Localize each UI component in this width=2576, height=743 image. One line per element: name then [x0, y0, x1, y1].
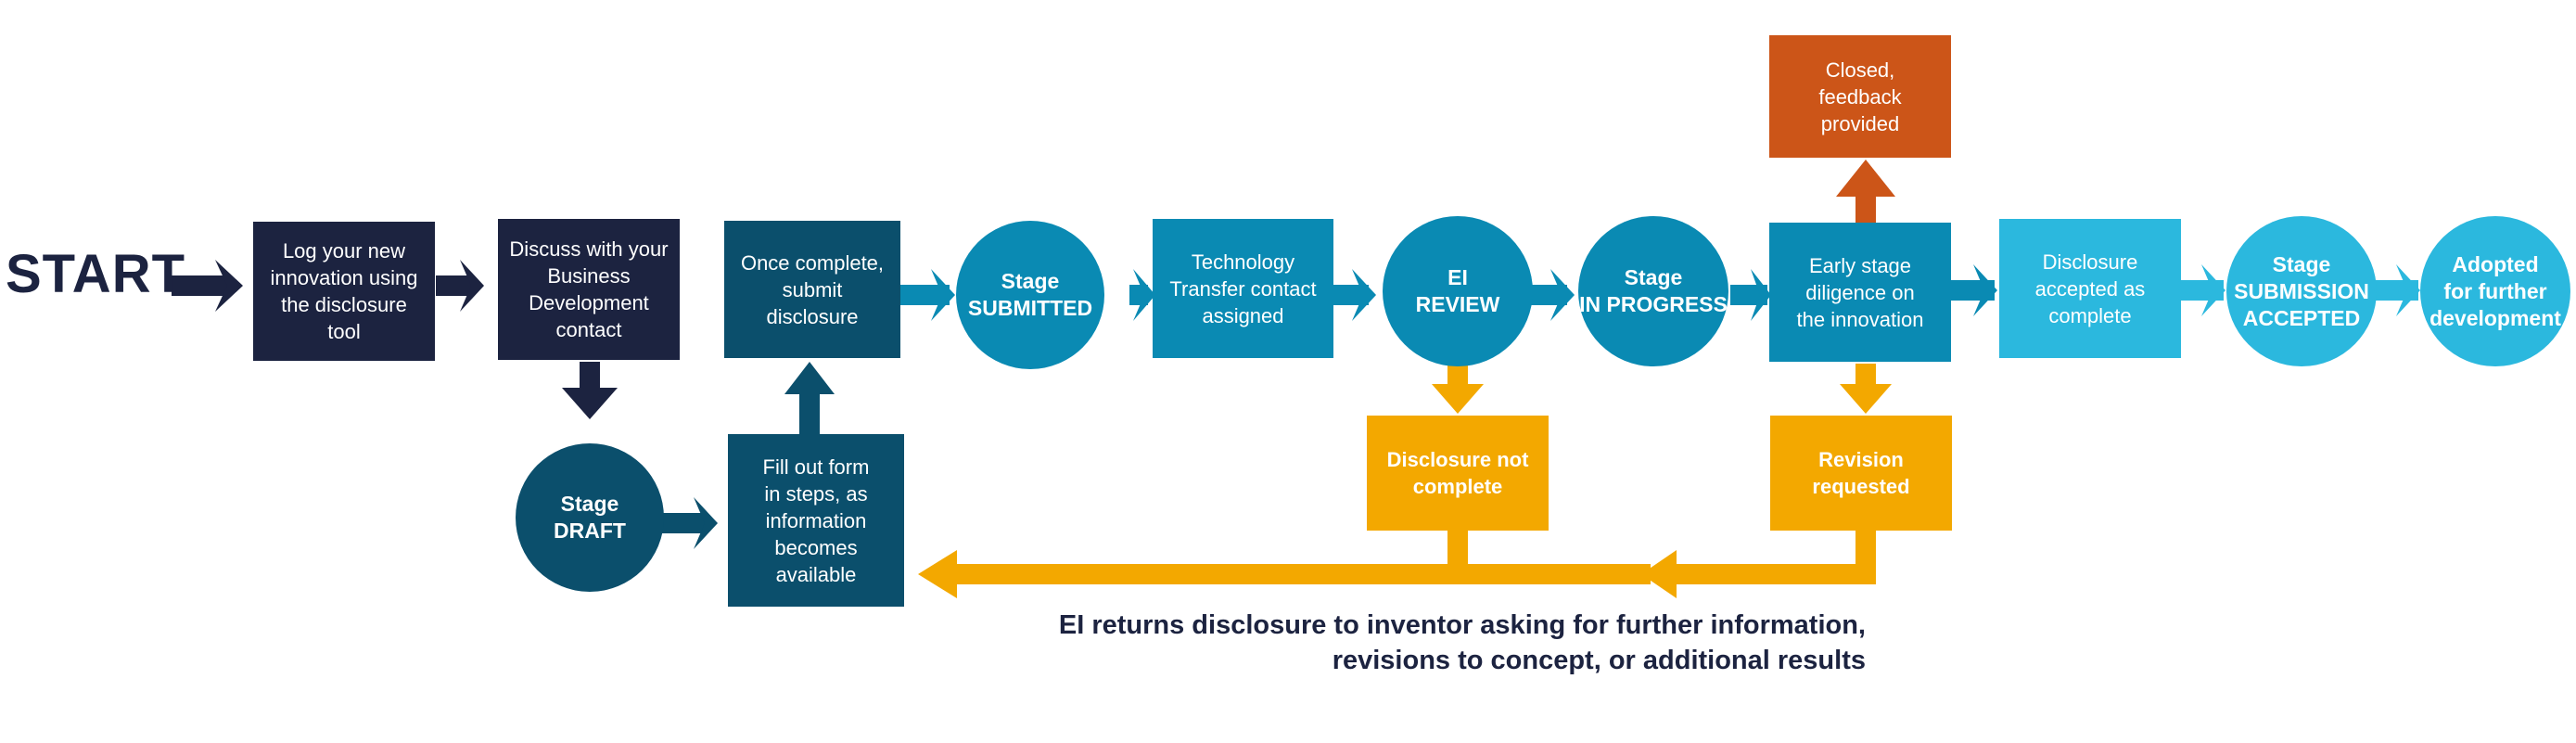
arrow-draft-to-fill	[660, 497, 718, 549]
adopted-text: Adopted for further development	[2429, 251, 2561, 330]
adopted-circle: Adopted for further development	[2420, 216, 2570, 366]
arrow-review-to-inprogress	[1530, 269, 1575, 321]
ei-review-text: EI REVIEW	[1415, 265, 1500, 316]
log-innovation-text: Log your new innovation using the disclo…	[270, 239, 418, 343]
arrow-early-to-closed	[1836, 160, 1895, 224]
tech-transfer-box: Technology Transfer contact assigned	[1153, 219, 1333, 358]
stage-submitted-text: Stage SUBMITTED	[967, 269, 1093, 320]
fill-out-form-text: Fill out form in steps, as information b…	[762, 455, 870, 586]
return-caption: EI returns disclosure to inventor asking…	[1058, 610, 1866, 675]
arrow-fill-to-once	[784, 362, 835, 436]
revision-requested-text: Revision requested	[1812, 448, 1910, 498]
stage-submission-accepted-text: Stage SUBMISSION ACCEPTED	[2234, 251, 2369, 330]
revision-requested-box: Revision requested	[1770, 416, 1952, 531]
arrow-early-to-accepted	[1950, 264, 1997, 316]
arrow-accepted-to-submission	[2181, 264, 2225, 316]
accepted-complete-text: Disclosure accepted as complete	[2034, 250, 2146, 327]
submit-disclosure-text: Once complete, submit disclosure	[740, 250, 885, 328]
accepted-complete-box: Disclosure accepted as complete	[1999, 219, 2181, 358]
arrow-submitted-to-tech	[1129, 269, 1155, 321]
log-innovation-box: Log your new innovation using the disclo…	[253, 222, 435, 361]
tech-transfer-text: Technology Transfer contact assigned	[1169, 250, 1317, 327]
arrow-early-to-revision	[1840, 364, 1892, 414]
stage-submission-accepted-circle: Stage SUBMISSION ACCEPTED	[2226, 216, 2377, 366]
stage-in-progress-text: Stage IN PROGRESS	[1579, 265, 1728, 316]
stage-in-progress-circle: Stage IN PROGRESS	[1578, 216, 1728, 366]
arrow-once-to-submitted	[899, 269, 955, 321]
arrow-tech-to-review	[1332, 269, 1376, 321]
arrow-submission-to-adopted	[2374, 264, 2420, 316]
stage-submitted-circle: Stage SUBMITTED	[956, 221, 1104, 369]
submit-disclosure-box: Once complete, submit disclosure	[724, 221, 900, 358]
discuss-contact-text: Discuss with your Business Development c…	[509, 237, 669, 341]
disclosure-not-complete-text: Disclosure not complete	[1386, 448, 1529, 498]
start-label: START	[6, 244, 186, 304]
arrow-log-to-discuss	[436, 260, 484, 312]
closed-feedback-text: Closed, feedback provided	[1818, 58, 1902, 135]
early-diligence-box: Early stage diligence on the innovation	[1769, 223, 1951, 362]
stage-draft-circle: Stage DRAFT	[516, 443, 664, 592]
arrow-start-to-log	[172, 260, 243, 312]
return-path-arrow	[918, 531, 1876, 598]
arrow-discuss-to-draft	[562, 362, 618, 419]
ei-review-circle: EI REVIEW	[1383, 216, 1533, 366]
arrow-inprogress-to-early	[1730, 269, 1771, 321]
discuss-contact-box: Discuss with your Business Development c…	[498, 219, 680, 360]
closed-feedback-box: Closed, feedback provided	[1769, 35, 1951, 158]
stage-draft-text: Stage DRAFT	[554, 492, 626, 543]
early-diligence-text: Early stage diligence on the innovation	[1796, 253, 1924, 331]
disclosure-not-complete-box: Disclosure not complete	[1367, 416, 1549, 531]
fill-out-form-box: Fill out form in steps, as information b…	[728, 434, 904, 607]
arrow-review-to-notcomplete	[1432, 364, 1484, 414]
